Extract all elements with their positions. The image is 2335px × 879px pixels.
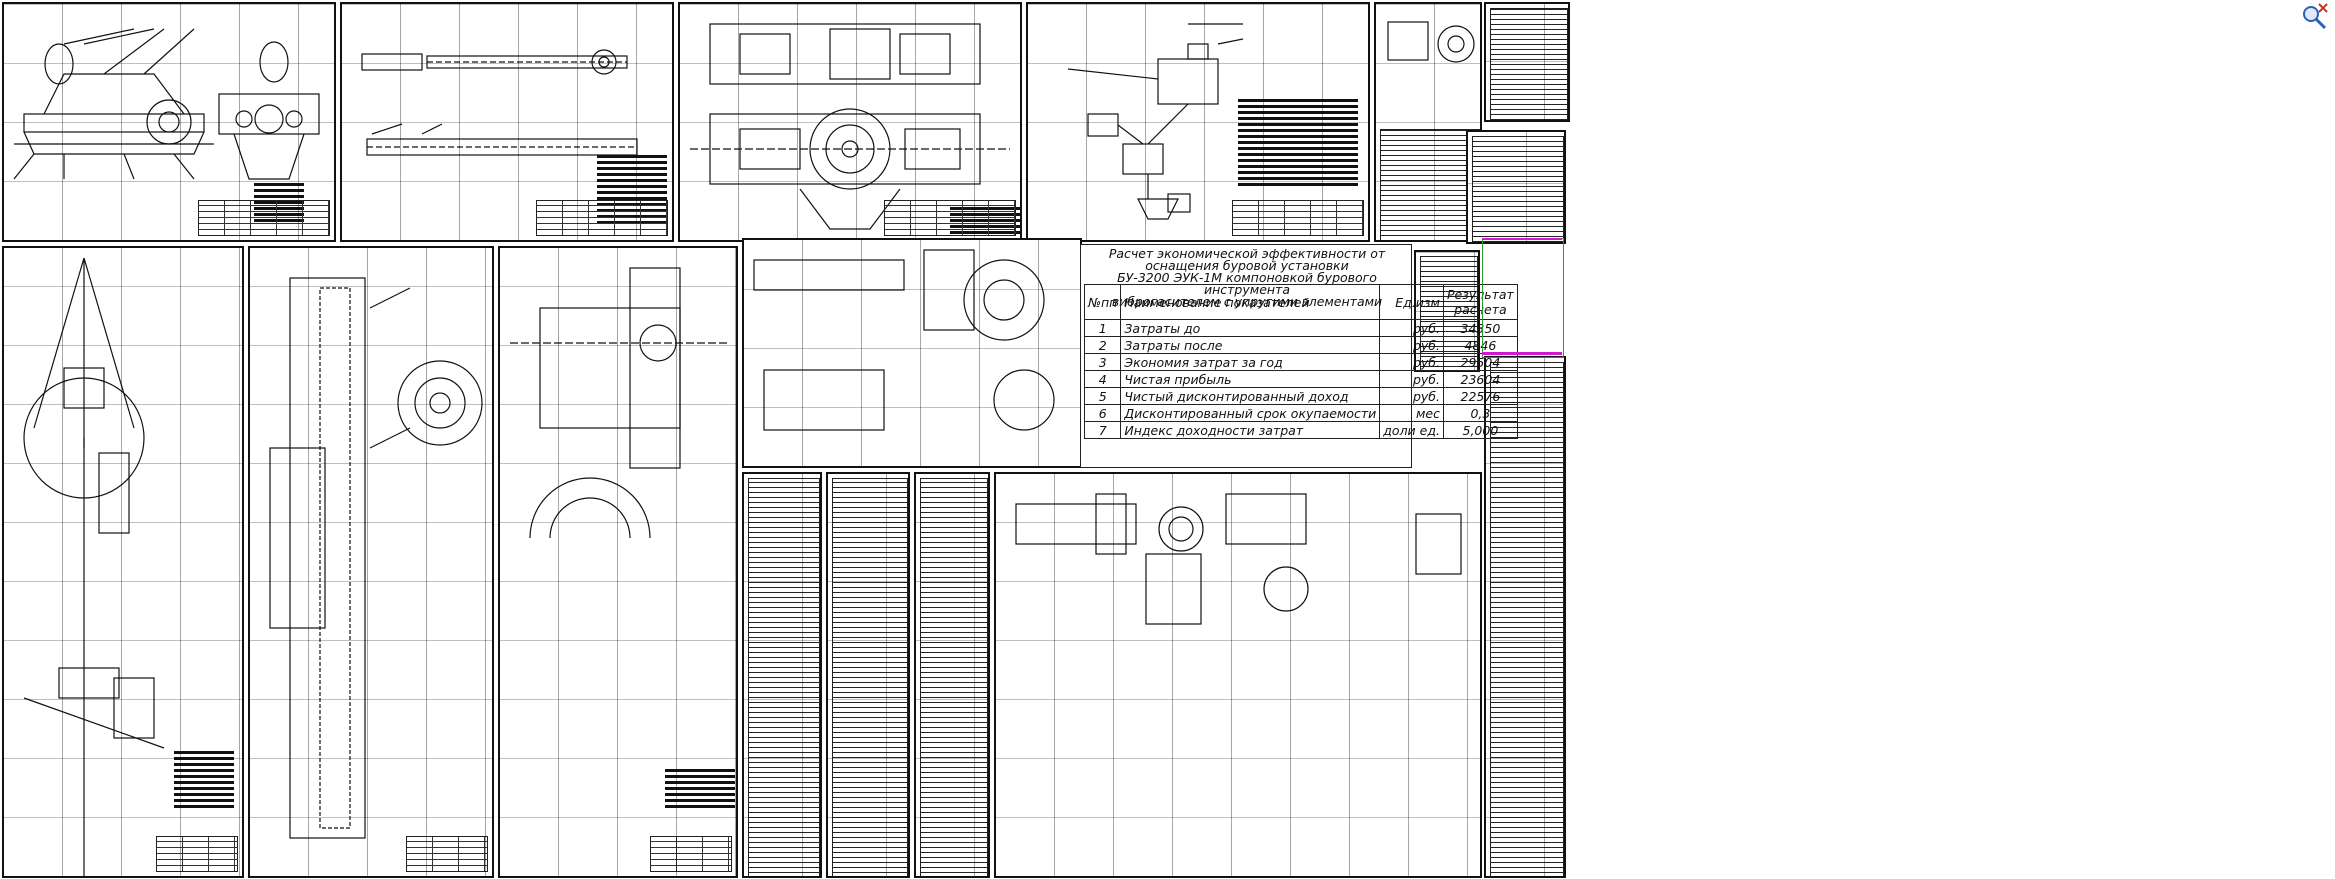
- table-row: 1 Затраты до руб. 34350: [1083, 319, 1518, 337]
- sheet-spec-list-1[interactable]: [1484, 2, 1570, 122]
- row-name: Затраты до: [1120, 319, 1381, 337]
- drawing-gearbox: [690, 23, 1010, 230]
- table-header-row: №пп Наименование показателей Ед.изм Резу…: [1083, 284, 1518, 320]
- sheet-spec-bottom-1[interactable]: [742, 472, 822, 878]
- sheet-section-view[interactable]: [498, 246, 738, 878]
- row-name: Экономия затрат за год: [1120, 353, 1381, 371]
- row-unit: руб.: [1379, 319, 1444, 337]
- sheet-details-bottom[interactable]: [994, 472, 1482, 878]
- sheet-spec-list-2[interactable]: [1466, 130, 1566, 244]
- row-num: 3: [1083, 353, 1122, 371]
- header-unit: Ед.изм: [1379, 284, 1444, 320]
- row-unit: мес: [1379, 404, 1444, 422]
- row-value: 23604: [1442, 370, 1518, 388]
- drawing-shaft: [1387, 21, 1475, 63]
- row-name: Индекс доходности затрат: [1120, 421, 1381, 439]
- sheet-spec-bottom-3[interactable]: [914, 472, 990, 878]
- row-name: Чистая прибыль: [1120, 370, 1381, 388]
- table-row: 7 Индекс доходности затрат доли ед. 5,00…: [1083, 421, 1518, 439]
- row-num: 7: [1083, 421, 1122, 439]
- sheet-pump-assembly[interactable]: [2, 2, 336, 242]
- table-row: 2 Затраты после руб. 4846: [1083, 336, 1518, 354]
- sheet-spec-bottom-2[interactable]: [826, 472, 910, 878]
- row-value: 0,3: [1442, 404, 1518, 422]
- row-num: 5: [1083, 387, 1122, 405]
- sheet-vibration-damper[interactable]: [248, 246, 494, 878]
- row-value: 22576: [1442, 387, 1518, 405]
- row-unit: руб.: [1379, 387, 1444, 405]
- drawing-pump: [13, 28, 320, 180]
- sheet-shaft-detail[interactable]: [1374, 2, 1482, 242]
- table-row: 3 Экономия затрат за год руб. 29504: [1083, 353, 1518, 371]
- sheet-scheme[interactable]: [1026, 2, 1370, 242]
- close-icon[interactable]: [2318, 3, 2328, 13]
- drawing-damper: [269, 277, 483, 839]
- table-row: 4 Чистая прибыль руб. 23604: [1083, 370, 1518, 388]
- row-name: Чистый дисконтированный доход: [1120, 387, 1381, 405]
- drawing-parts: [753, 249, 1055, 431]
- row-unit: руб.: [1379, 353, 1444, 371]
- row-unit: руб.: [1379, 370, 1444, 388]
- drawing-section: [510, 267, 730, 539]
- drawing-details: [1015, 493, 1462, 625]
- header-result-line-1: Результат: [1446, 287, 1514, 302]
- drawing-rig: [23, 257, 165, 876]
- table-row: 5 Чистый дисконтированный доход руб. 225…: [1083, 387, 1518, 405]
- selection-line-bottom: [1482, 352, 1562, 355]
- selection-line-top: [1482, 238, 1562, 240]
- sheet-drilling-rig[interactable]: [2, 246, 244, 878]
- selection-frame: [1482, 238, 1564, 358]
- row-name: Затраты после: [1120, 336, 1381, 354]
- row-name: Дисконтированный срок окупаемости: [1120, 404, 1381, 422]
- sheet-gearbox[interactable]: [678, 2, 1022, 242]
- sheet-pipe-string[interactable]: [340, 2, 674, 242]
- zoom-icon[interactable]: [2299, 2, 2329, 32]
- row-num: 2: [1083, 336, 1122, 354]
- row-unit: доли ед.: [1379, 421, 1444, 439]
- row-num: 4: [1083, 370, 1122, 388]
- calculation-title-line-1: Расчет экономической эффективности от ос…: [1108, 246, 1386, 273]
- economic-indicators-table: №пп Наименование показателей Ед.изм Резу…: [1083, 284, 1518, 439]
- row-unit: руб.: [1379, 336, 1444, 354]
- row-num: 6: [1083, 404, 1122, 422]
- drawing-pipe: [361, 49, 638, 156]
- row-value: 5,000: [1442, 421, 1518, 439]
- drawing-scheme: [1067, 23, 1244, 220]
- sheet-parts[interactable]: [742, 238, 1082, 468]
- table-row: 6 Дисконтированный срок окупаемости мес …: [1083, 404, 1518, 422]
- row-value: 4846: [1442, 336, 1518, 354]
- header-result: Результат расчета: [1442, 284, 1518, 320]
- header-num: №пп: [1083, 284, 1122, 320]
- row-num: 1: [1083, 319, 1122, 337]
- header-result-line-2: расчета: [1454, 302, 1507, 317]
- header-name: Наименование показателей: [1120, 284, 1381, 320]
- sheet-spec-right-2[interactable]: [1484, 356, 1566, 878]
